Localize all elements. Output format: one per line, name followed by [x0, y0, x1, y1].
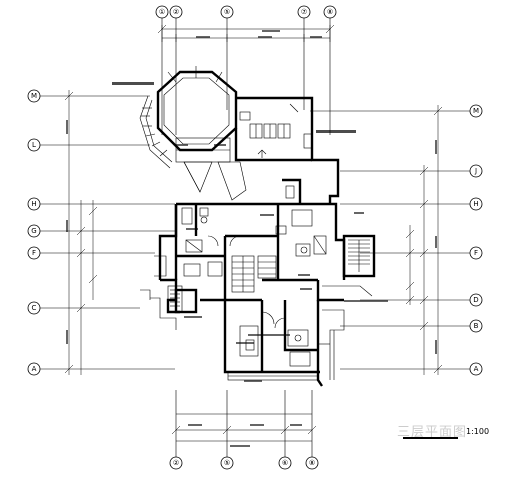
- grid-label-left-3: H: [31, 200, 36, 208]
- grid-bubble-bottom-3: [278, 456, 292, 470]
- grid-bubble-left-G: [27, 224, 41, 238]
- grid-label-left-5: F: [32, 249, 36, 257]
- grid-bubble-right-D: [469, 293, 483, 307]
- grid-label-left-6: C: [32, 304, 37, 312]
- grid-bubble-right-M: [469, 104, 483, 118]
- grid-bubble-bottom-1: [169, 456, 183, 470]
- grid-bubble-top-3: [220, 5, 234, 19]
- grid-bubble-right-J: [469, 164, 483, 178]
- grid-label-right-7: A: [474, 365, 479, 373]
- title-underline: [403, 437, 458, 439]
- grid-label-top-4: ⑦: [301, 8, 307, 16]
- top-windows: [239, 103, 313, 158]
- grid-label-left-2: L: [32, 141, 36, 149]
- grid-label-bottom-4: ⑧: [309, 459, 315, 467]
- grid-label-top-5: ⑧: [327, 8, 333, 16]
- grid-label-right-2: J: [474, 167, 477, 175]
- grid-bubble-right-A: [469, 362, 483, 376]
- grid-label-right-4: F: [474, 249, 478, 257]
- grid-label-left-7: A: [32, 365, 37, 373]
- drawing-title: 三层平面图: [397, 425, 468, 440]
- grid-label-top-2: ②: [173, 8, 179, 16]
- grid-bubble-top-5: [323, 5, 337, 19]
- grid-bubble-bottom-4: [305, 456, 319, 470]
- right-grid-axes: M J H F D B A: [310, 104, 483, 376]
- left-grid-axes: M L H G F C A: [27, 89, 175, 376]
- grid-label-top-3: ⑤: [224, 8, 230, 16]
- grid-label-left-1: M: [31, 92, 37, 100]
- top-grid-axes: ① ② ⑤ ⑦ ⑧: [155, 5, 337, 135]
- grid-bubble-top-1: [155, 5, 169, 19]
- grid-label-top-1: ①: [159, 8, 165, 16]
- grid-bubble-right-F: [469, 246, 483, 260]
- grid-label-right-1: M: [473, 107, 479, 115]
- grid-bubble-right-H: [469, 197, 483, 211]
- grid-label-right-6: B: [474, 322, 479, 330]
- left-stair: [140, 255, 198, 330]
- drawing-scale: 1:100: [466, 427, 490, 436]
- bottom-grid-axes: ② ⑤ ⑥ ⑧: [169, 390, 319, 470]
- central-stair: [231, 255, 277, 293]
- grid-label-bottom-3: ⑥: [282, 459, 288, 467]
- top-dimension-lines: [157, 24, 335, 42]
- grid-label-left-4: G: [31, 227, 36, 235]
- right-stair: [318, 234, 376, 380]
- grid-label-bottom-1: ②: [173, 459, 179, 467]
- grid-bubble-top-4: [297, 5, 311, 19]
- grid-label-right-5: D: [473, 296, 478, 304]
- grid-bubble-left-H: [27, 197, 41, 211]
- grid-bubble-left-A: [27, 362, 41, 376]
- grid-bubble-left-M: [27, 89, 41, 103]
- grid-bubble-right-B: [469, 319, 483, 333]
- grid-bubble-left-L: [27, 138, 41, 152]
- grid-bubble-left-F: [27, 246, 41, 260]
- annotation-marks: [66, 30, 437, 447]
- interior-fixtures: [181, 185, 327, 381]
- grid-bubble-left-C: [27, 301, 41, 315]
- grid-bubble-top-2: [169, 5, 183, 19]
- grid-label-bottom-2: ⑤: [224, 459, 230, 467]
- grid-bubble-bottom-2: [220, 456, 234, 470]
- octagonal-tower: [139, 66, 247, 201]
- grid-label-right-3: H: [473, 200, 478, 208]
